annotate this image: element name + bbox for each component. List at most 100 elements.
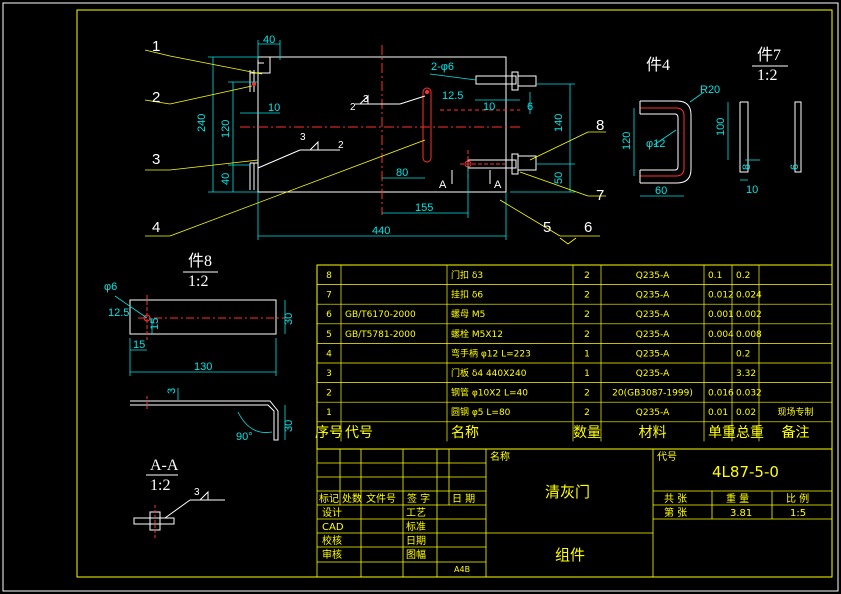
weld-count-a: 2 [350, 102, 356, 113]
dim-155: 155 [415, 202, 433, 214]
part8-scale: 1:2 [188, 273, 208, 290]
bom-cell-tw: 0.002 [736, 310, 762, 320]
latch-plate [739, 101, 749, 173]
latch-top [475, 75, 517, 85]
bom-cell-mat: Q235-A [636, 369, 670, 379]
section-scale: 1:2 [150, 477, 170, 494]
dim-6-latch: 6 [527, 101, 533, 113]
weight-value: 3.81 [730, 508, 752, 519]
bom-cell-tw: 0.2 [736, 271, 750, 281]
bom-cell-no: 7 [326, 291, 332, 301]
section-arrow-a-right: A [494, 179, 502, 191]
dim-40-left: 40 [220, 173, 232, 185]
bom-header-uw: 单重 [708, 425, 736, 441]
bom-cell-name: 弯手柄 φ12 L=223 [451, 347, 531, 359]
bom-cell-code: GB/T5781-2000 [345, 330, 416, 340]
bom-cell-uw: 0.01 [708, 408, 728, 418]
bom-cell-note: 现场专制 [777, 406, 813, 418]
dim-100: 100 [715, 118, 727, 136]
bom-header-no: 序号 [315, 425, 343, 441]
bom-cell-no: 1 [326, 408, 332, 418]
bom-cell-code: GB/T6170-2000 [345, 310, 416, 320]
section-arrow-a-left: A [439, 179, 447, 191]
callout-2: 2 [152, 89, 160, 106]
title-name: 清灰门 [545, 483, 590, 501]
dim-440: 440 [372, 225, 390, 237]
weld-size-c: 3 [194, 487, 200, 498]
dim-120-handle: 120 [621, 132, 633, 150]
callout-5: 5 [543, 219, 551, 236]
top-hinge [258, 57, 271, 74]
bom-cell-qty: 2 [584, 310, 590, 320]
bom-cell-tw: 0.02 [736, 408, 756, 418]
bom-header-tw: 总重 [736, 425, 764, 441]
sheets-total: 共 张 [664, 493, 687, 505]
callout-3: 3 [152, 151, 160, 168]
bom-header-code: 代号 [345, 425, 373, 441]
dim-6-part7: 6 [789, 164, 801, 170]
bom-cell-uw: 0.012 [708, 291, 734, 301]
sign-process: 工艺 [406, 507, 426, 519]
weld-size-b: 3 [300, 132, 306, 143]
bom-cell-mat: 20(GB3087-1999) [612, 389, 693, 399]
bom-cell-mat: Q235-A [636, 330, 670, 340]
dim-8-part7: 8 [741, 164, 753, 170]
bom-cell-uw: 0.1 [708, 271, 722, 281]
title-type: 组件 [555, 546, 585, 564]
dim-30-side: 30 [283, 420, 295, 432]
bom-cell-name: 门扣 δ3 [451, 269, 483, 281]
bom-cell-no: 6 [326, 310, 332, 320]
paper-size: A4B [454, 565, 470, 574]
sign-paper: 图幅 [406, 548, 426, 561]
dim-10-latch: 10 [483, 101, 495, 113]
title-code-label: 代号 [657, 451, 677, 463]
title-name-label: 名称 [490, 450, 510, 463]
part7-view: 件7 1:2 100 6 10 8 [715, 46, 802, 196]
weld-size-a: 3 [363, 94, 369, 105]
dim-80: 80 [396, 167, 408, 179]
bom-cell-name: 门板 δ4 440X240 [451, 367, 527, 379]
dim-phi12: φ12 [646, 138, 665, 150]
sign-standard: 标准 [406, 521, 426, 533]
latch-hook-plan [129, 299, 277, 335]
bom-cell-qty: 2 [584, 271, 590, 281]
bom-cell-mat: Q235-A [636, 271, 670, 281]
dim-2-phi6: 2-φ6 [431, 61, 454, 73]
dim-120: 120 [220, 120, 232, 138]
bottom-hinge [250, 162, 259, 192]
dim-phi6-part8: φ6 [104, 281, 117, 293]
bom-header-qty: 数量 [573, 425, 601, 441]
dim-40-top: 40 [263, 34, 275, 46]
rev-header-count: 处数 [342, 492, 362, 505]
callout-1: 1 [152, 38, 160, 55]
callout-4: 4 [152, 219, 160, 236]
dim-130: 130 [194, 361, 212, 373]
weld-count-b: 2 [338, 140, 344, 151]
dim-240: 240 [196, 114, 208, 132]
dim-140: 140 [553, 114, 565, 132]
dim-r20: R20 [700, 84, 720, 96]
dim-90-deg: 90° [236, 431, 253, 443]
bom-cell-mat: Q235-A [636, 349, 670, 359]
bom-cell-name: 圆钢 φ5 L=80 [451, 406, 511, 418]
bom-cell-no: 8 [326, 271, 332, 281]
dim-50: 50 [553, 172, 565, 184]
bom-cell-qty: 2 [584, 408, 590, 418]
callout-8: 8 [596, 117, 604, 134]
bom-cell-name: 螺母 M5 [451, 309, 485, 320]
dim-30-plan: 30 [283, 313, 295, 325]
title-block: 名称 清灰门 代号 4L87-5-0 组件 共 张 重 量 比 例 第 张 3.… [316, 448, 833, 578]
bom-cell-qty: 1 [584, 349, 590, 359]
bom-cell-tw: 3.32 [736, 369, 756, 379]
callout-6: 6 [584, 219, 592, 236]
bom-cell-name: 螺栓 M5X12 [451, 328, 503, 340]
sheet-number: 第 张 [664, 506, 687, 519]
bom-cell-qty: 2 [584, 330, 590, 340]
section-aa: A-A 1:2 3 [133, 457, 225, 540]
rev-header-mark: 标记 [319, 493, 339, 505]
part7-label: 件7 [757, 46, 781, 64]
bom-cell-no: 5 [326, 330, 332, 340]
